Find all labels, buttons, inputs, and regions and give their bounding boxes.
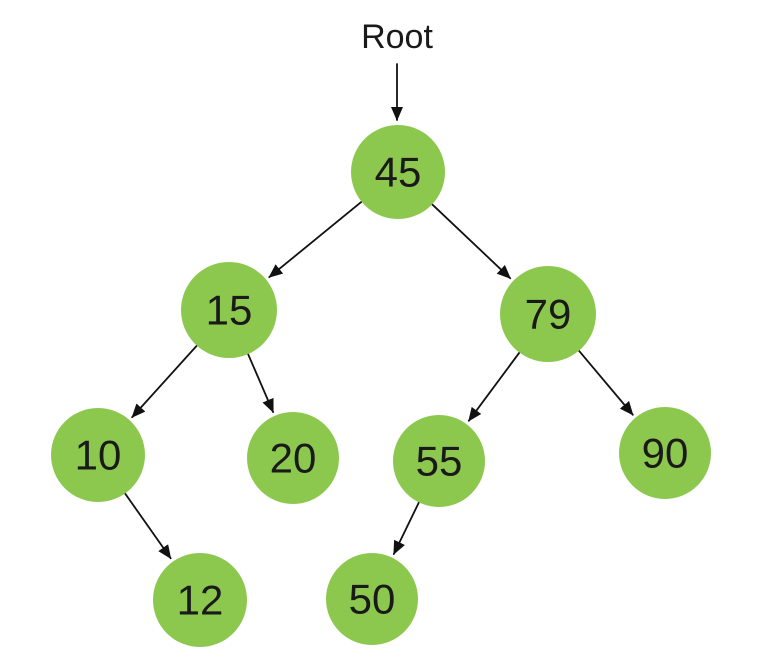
node-value-15: 15 [206, 287, 253, 334]
node-value-90: 90 [642, 430, 689, 477]
node-circle-12 [153, 553, 247, 647]
edge-45-79 [431, 203, 512, 280]
node-circle-79 [500, 266, 596, 362]
node-circle-20 [247, 412, 339, 504]
edge-55-50 [392, 501, 420, 555]
node-circle-15 [181, 262, 277, 358]
node-circle-45 [351, 125, 445, 219]
node-value-12: 12 [177, 577, 224, 624]
node-value-50: 50 [349, 576, 396, 623]
edge-45-15 [268, 200, 363, 279]
node-circle-55 [393, 415, 485, 507]
node-value-10: 10 [75, 432, 122, 479]
node-circle-90 [619, 407, 711, 499]
node-value-45: 45 [375, 149, 422, 196]
node-value-20: 20 [270, 435, 317, 482]
edge-15-10 [131, 344, 198, 419]
node-circle-50 [326, 553, 418, 645]
root-label: Root [361, 18, 433, 56]
node-circle-10 [51, 408, 145, 502]
edge-79-90 [578, 349, 634, 416]
edge-10-12 [124, 492, 172, 560]
node-value-79: 79 [525, 291, 572, 338]
edge-15-20 [247, 353, 275, 414]
edge-79-55 [467, 351, 521, 422]
node-value-55: 55 [416, 438, 463, 485]
